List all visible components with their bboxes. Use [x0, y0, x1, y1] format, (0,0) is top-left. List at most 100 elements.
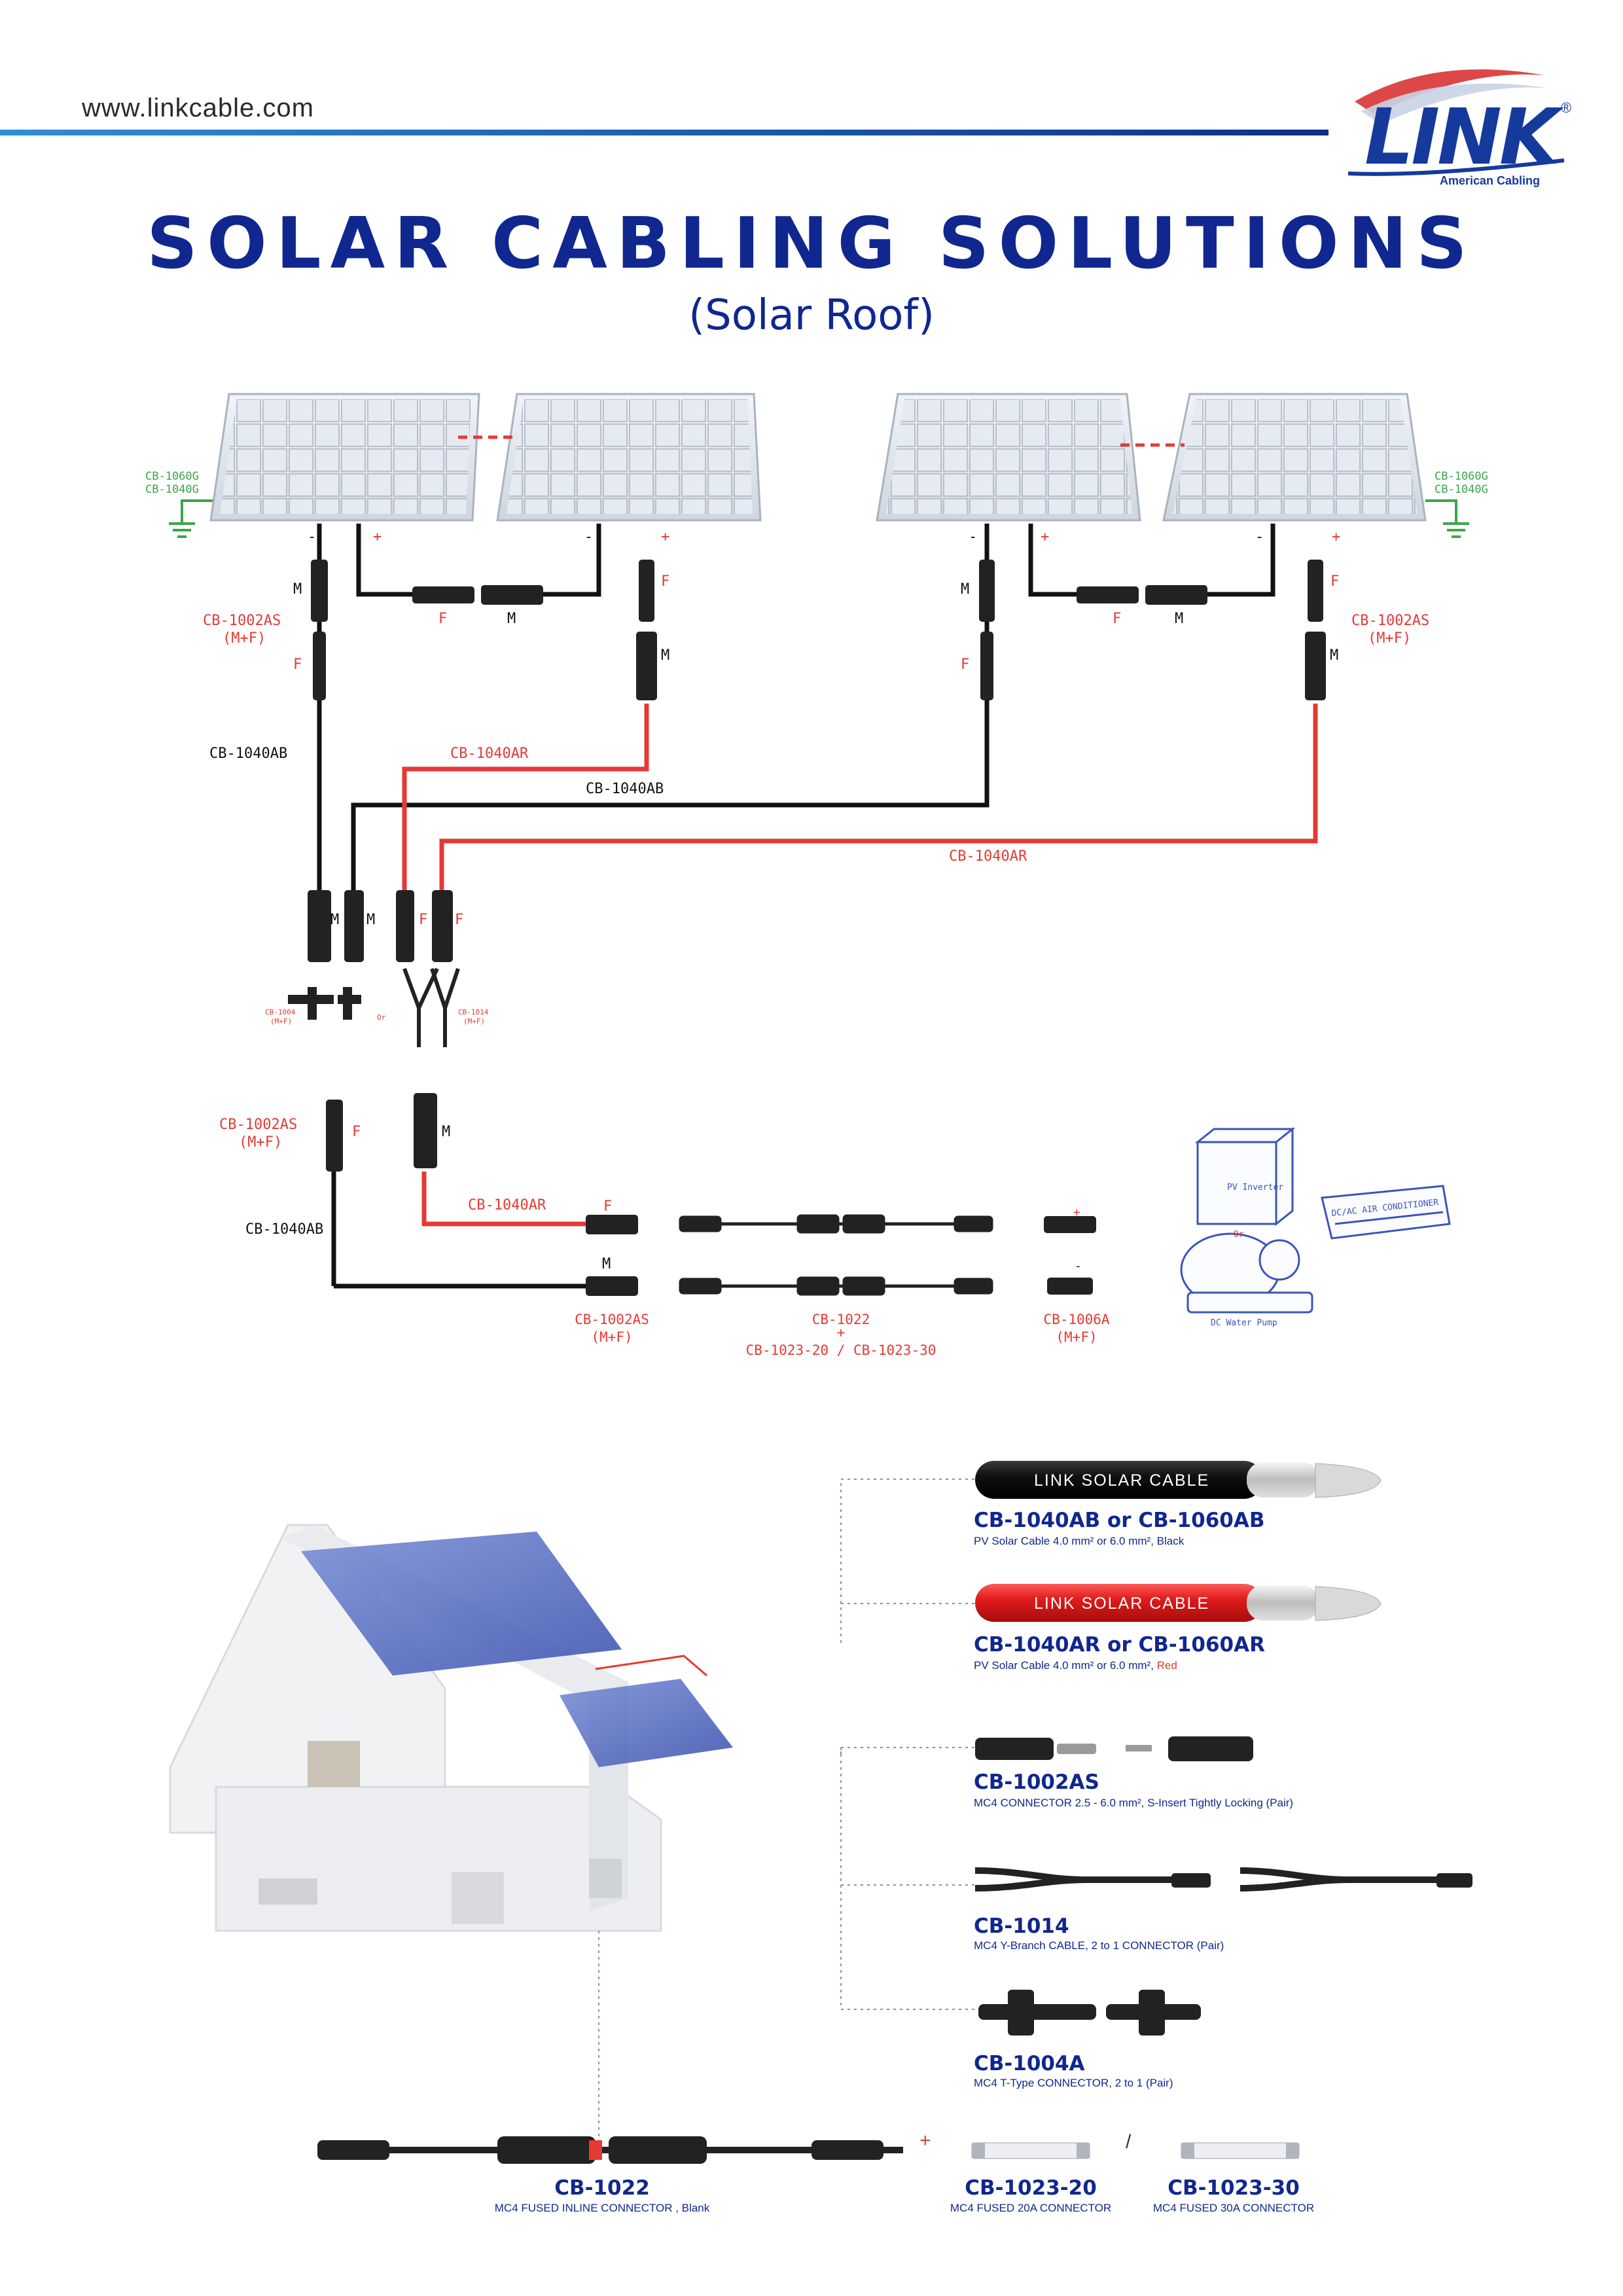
male-label-1: M	[293, 581, 302, 598]
female-label-2: F	[661, 573, 669, 590]
ground-right-label-1: CB-1060G	[1435, 470, 1488, 483]
ground-left-label-1: CB-1060G	[145, 470, 199, 483]
black-cable-product	[975, 1461, 1382, 1499]
fused-inline-product	[317, 2136, 903, 2164]
male-label-5: M	[1175, 611, 1183, 627]
connector-mf-left: (M+F)	[223, 630, 266, 647]
connector-label-right: CB-1002AS	[1351, 613, 1429, 629]
solar-panel-1	[209, 393, 480, 522]
product-leaders	[598, 1479, 975, 2147]
cable-ar-label-2: CB-1040AR	[949, 848, 1027, 865]
cable-ab-label-3: CB-1040AB	[245, 1221, 323, 1238]
male-label-3: M	[661, 647, 669, 664]
plus-separator: +	[919, 2130, 931, 2151]
polarity-plus-2: +	[661, 529, 669, 545]
fuse20-desc: MC4 FUSED 20A CONNECTOR	[950, 2202, 1112, 2214]
polarity-plus-4: +	[1332, 529, 1340, 545]
t-type-desc: MC4 T-Type CONNECTOR, 2 to 1 (Pair)	[974, 2077, 1173, 2089]
male-label-6: M	[1330, 647, 1338, 664]
house-red-route	[595, 1655, 707, 1677]
female-label-6: F	[961, 656, 969, 673]
female-label-1: F	[438, 611, 447, 627]
polarity-plus-1: +	[373, 529, 382, 545]
male-label-9: M	[442, 1124, 450, 1140]
ground-right-label-2: CB-1040G	[1435, 483, 1488, 496]
solar-panel-4	[1162, 393, 1427, 522]
y-branch-desc: MC4 Y-Branch CABLE, 2 to 1 CONNECTOR (Pa…	[974, 1939, 1224, 1952]
fuse-30a-product	[1181, 2142, 1300, 2159]
ground-right-icon	[1425, 499, 1469, 538]
connector-label-left: CB-1002AS	[203, 613, 281, 629]
y-branch-connector	[402, 967, 460, 1047]
female-label-3: F	[1113, 611, 1121, 627]
logo-tagline: American Cabling	[1440, 174, 1541, 187]
t-connector-mf: (M+F)	[270, 1017, 292, 1026]
website-url[interactable]: www.linkcable.com	[82, 94, 314, 122]
header-rule	[0, 130, 1329, 135]
black-cable-title: CB-1040AB or CB-1060AB	[974, 1509, 1265, 1532]
fused-desc: MC4 FUSED INLINE CONNECTOR , Blank	[494, 2202, 710, 2214]
t-type-title: CB-1004A	[974, 2052, 1085, 2075]
logo-registered-mark: ®	[1561, 99, 1572, 116]
page-subtitle: (Solar Roof)	[688, 291, 935, 340]
female-label-8: F	[455, 912, 463, 928]
horizontal-connectors	[412, 585, 1207, 1296]
cable-ab-label-1: CB-1040AB	[209, 745, 287, 762]
black-wiring	[317, 524, 1275, 1289]
fuse30-desc: MC4 FUSED 30A CONNECTOR	[1152, 2202, 1315, 2214]
male-label-4: M	[961, 581, 969, 598]
solar-panel-3	[876, 393, 1141, 522]
connector-title: CB-1002AS	[974, 1770, 1099, 1794]
cable-ab-label-2: CB-1040AB	[586, 781, 664, 797]
t-type-product	[978, 1990, 1201, 2036]
slash-separator: /	[1126, 2131, 1132, 2153]
female-label-7: F	[419, 912, 427, 928]
pv-connector-pair	[1044, 1216, 1096, 1295]
black-cable-print: LINK SOLAR CABLE	[1034, 1471, 1209, 1490]
female-label-5: F	[293, 656, 302, 673]
cable-ar-label-1: CB-1040AR	[450, 745, 529, 762]
pv-connector-plus: +	[1073, 1206, 1080, 1219]
y-branch-product	[974, 1867, 1472, 1892]
bottom-connector-label: CB-1002AS	[575, 1312, 649, 1327]
polarity-minus-2: -	[584, 529, 593, 545]
red-cable-title: CB-1040AR or CB-1060AR	[974, 1633, 1265, 1657]
logo-wordmark: LINK	[1364, 92, 1559, 182]
male-label-7: M	[330, 912, 339, 928]
bottom-connector-mf: (M+F)	[591, 1329, 632, 1345]
male-label-10: M	[602, 1256, 611, 1272]
air-conditioner-icon	[1321, 1185, 1451, 1240]
solar-panel-2	[496, 393, 762, 522]
bottom-fuse-label: CB-1022	[812, 1312, 870, 1327]
y-branch-mf: (M+F)	[463, 1017, 485, 1026]
red-cable-desc: PV Solar Cable 4.0 mm² or 6.0 mm², Red	[974, 1659, 1177, 1672]
polarity-minus-4: -	[1255, 529, 1264, 545]
or-label: Or	[377, 1013, 386, 1022]
ground-left-icon	[169, 499, 213, 538]
female-label-4: F	[1330, 573, 1339, 590]
vertical-connectors	[308, 560, 1326, 1172]
female-label-9: F	[352, 1124, 361, 1140]
y-branch-label: CB-1014	[458, 1008, 489, 1016]
red-wiring	[402, 704, 1318, 1227]
inverter-label: PV Inverter	[1227, 1183, 1283, 1193]
fuse20-title: CB-1023-20	[965, 2176, 1097, 2200]
connector-label-lower: CB-1002AS	[219, 1117, 297, 1133]
water-pump-icon	[1180, 1232, 1313, 1314]
link-logo	[1335, 62, 1577, 193]
equipment-or: Or	[1234, 1230, 1244, 1240]
inline-fuse-row	[679, 1214, 993, 1296]
y-branch-title: CB-1014	[974, 1914, 1069, 1938]
t-connector-label: CB-1004	[265, 1008, 296, 1016]
polarity-minus-1: -	[308, 529, 316, 545]
female-label-10: F	[603, 1198, 612, 1215]
fuse-20a-product	[971, 2142, 1090, 2159]
house-illustration	[169, 1524, 733, 1932]
bottom-fuse-alt: CB-1023-20 / CB-1023-30	[746, 1342, 936, 1358]
fuse30-title: CB-1023-30	[1168, 2176, 1300, 2200]
red-cable-print: LINK SOLAR CABLE	[1034, 1594, 1209, 1613]
connector-mf-lower: (M+F)	[239, 1134, 282, 1151]
red-cable-product	[975, 1584, 1382, 1622]
black-cable-desc: PV Solar Cable 4.0 mm² or 6.0 mm², Black	[974, 1535, 1185, 1547]
